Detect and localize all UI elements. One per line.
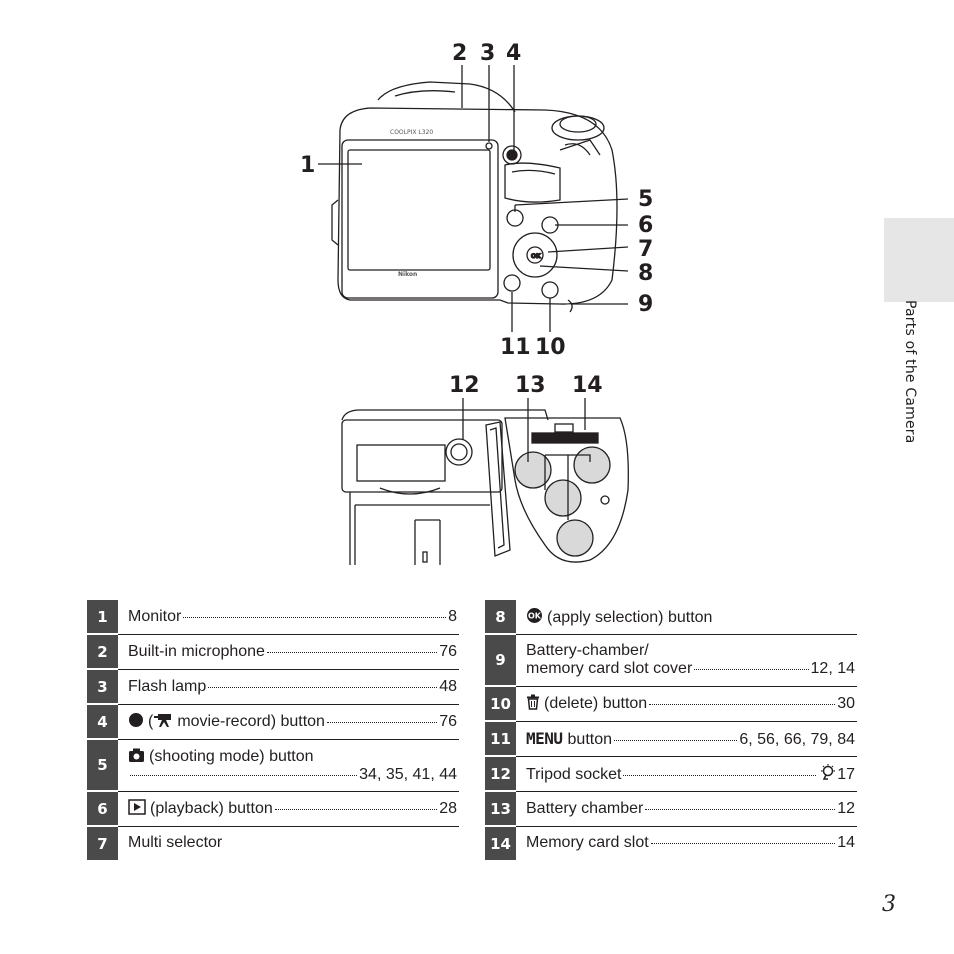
table-row: 12 Tripod socket 17	[485, 756, 857, 792]
part-label: button	[567, 730, 613, 748]
table-row: 8 OK (apply selection) button	[485, 600, 857, 635]
callout-14: 14	[572, 373, 603, 398]
part-number: 9	[485, 634, 516, 687]
part-page[interactable]: 76	[439, 713, 457, 730]
table-row: 6 (playback) button 28	[87, 791, 459, 827]
part-label: Battery chamber	[526, 799, 644, 817]
part-number: 12	[485, 756, 516, 792]
callout-11: 11	[500, 335, 531, 360]
part-number: 14	[485, 826, 516, 860]
camera-rear-illustration: OK	[331, 81, 618, 313]
part-page[interactable]: 14	[837, 834, 855, 852]
part-number: 13	[485, 791, 516, 827]
record-dot-icon	[129, 713, 143, 727]
part-number: 5	[87, 739, 118, 792]
table-row: 3 Flash lamp 48	[87, 669, 459, 705]
camera-logo-text: Nikon	[398, 271, 417, 278]
camera-bottom-illustration	[341, 409, 629, 565]
table-row: 7 Multi selector	[87, 826, 459, 860]
callout-4: 4	[506, 41, 521, 66]
part-page[interactable]: 6, 56, 66, 79, 84	[739, 730, 855, 748]
table-row: 4 ( movie-record) button 76	[87, 704, 459, 740]
part-label: (playback) button	[150, 800, 273, 817]
part-label-line1: Battery-chamber/	[526, 642, 649, 659]
part-label: Monitor	[128, 607, 182, 625]
movie-camera-icon	[154, 714, 172, 727]
part-label: Tripod socket	[526, 765, 622, 783]
part-label-prefix: (	[148, 713, 154, 730]
part-label: (delete) button	[544, 695, 648, 712]
trash-icon	[527, 694, 539, 710]
callout-8: 8	[638, 261, 653, 286]
callout-9: 9	[638, 292, 653, 317]
callout-10: 10	[535, 335, 566, 360]
part-page[interactable]: 76	[439, 642, 457, 660]
table-row: 1 Monitor 8	[87, 600, 459, 635]
callout-3: 3	[480, 41, 495, 66]
playback-icon	[128, 799, 146, 815]
callout-lines-top	[318, 65, 629, 332]
part-number: 10	[485, 686, 516, 722]
table-row: 9 Battery-chamber/ memory card slot cove…	[485, 634, 857, 687]
part-label: memory card slot cover	[526, 660, 693, 677]
callout-2: 2	[452, 41, 467, 66]
table-row: 10 (delete) button 30	[485, 686, 857, 722]
part-label: (apply selection) button	[547, 608, 713, 626]
page-number: 3	[882, 892, 896, 917]
callout-7: 7	[638, 237, 653, 262]
part-number: 1	[87, 600, 118, 635]
parts-table-left: 1 Monitor 8 2 Built-in microphone 76 3 F…	[87, 600, 459, 860]
callout-6: 6	[638, 213, 653, 238]
bulb-icon	[821, 763, 836, 780]
part-page[interactable]: 12	[837, 799, 855, 817]
side-tab	[884, 218, 954, 302]
camera-brand-text: COOLPIX L320	[390, 129, 433, 136]
callout-5: 5	[638, 187, 653, 212]
table-row: 13 Battery chamber 12	[485, 791, 857, 827]
part-label: Built-in microphone	[128, 642, 265, 660]
part-page[interactable]: 48	[439, 677, 457, 695]
parts-table-right: 8 OK (apply selection) button 9 Battery-c…	[485, 600, 857, 860]
part-page[interactable]: 17	[837, 765, 855, 783]
menu-glyph: MENU	[526, 728, 563, 748]
camera-icon	[129, 748, 144, 762]
part-number: 6	[87, 791, 118, 827]
part-label: Memory card slot	[526, 834, 649, 852]
part-page[interactable]: 34, 35, 41, 44	[359, 765, 457, 783]
part-label: Multi selector	[128, 834, 223, 852]
part-number: 2	[87, 634, 118, 670]
part-label: Flash lamp	[128, 677, 207, 695]
svg-text:OK: OK	[528, 611, 542, 620]
svg-text:OK: OK	[531, 253, 541, 260]
camera-figure: OK COOLPIX L320 Nikon 1 2 3 4 5 6 7 8 9 …	[300, 41, 653, 565]
part-page[interactable]: 30	[837, 695, 855, 712]
part-label: (shooting mode) button	[149, 747, 314, 765]
part-label: movie-record) button	[177, 713, 325, 730]
table-row: 2 Built-in microphone 76	[87, 634, 459, 670]
part-number: 8	[485, 600, 516, 635]
callout-lines-bottom	[462, 398, 591, 520]
callout-13: 13	[515, 373, 546, 398]
part-number: 4	[87, 704, 118, 740]
callout-1: 1	[300, 153, 315, 178]
part-number: 3	[87, 669, 118, 705]
part-page[interactable]: 8	[448, 607, 457, 625]
ok-icon: OK	[527, 607, 542, 623]
part-page[interactable]: 28	[439, 800, 457, 817]
side-section-label: Parts of the Camera	[902, 300, 918, 444]
callout-12: 12	[449, 373, 480, 398]
table-row: 5 (shooting mode) button 34, 35, 41, 44	[87, 739, 459, 792]
table-row: 14 Memory card slot 14	[485, 826, 857, 860]
part-number: 7	[87, 826, 118, 860]
part-page[interactable]: 12, 14	[810, 660, 855, 677]
part-number: 11	[485, 721, 516, 757]
